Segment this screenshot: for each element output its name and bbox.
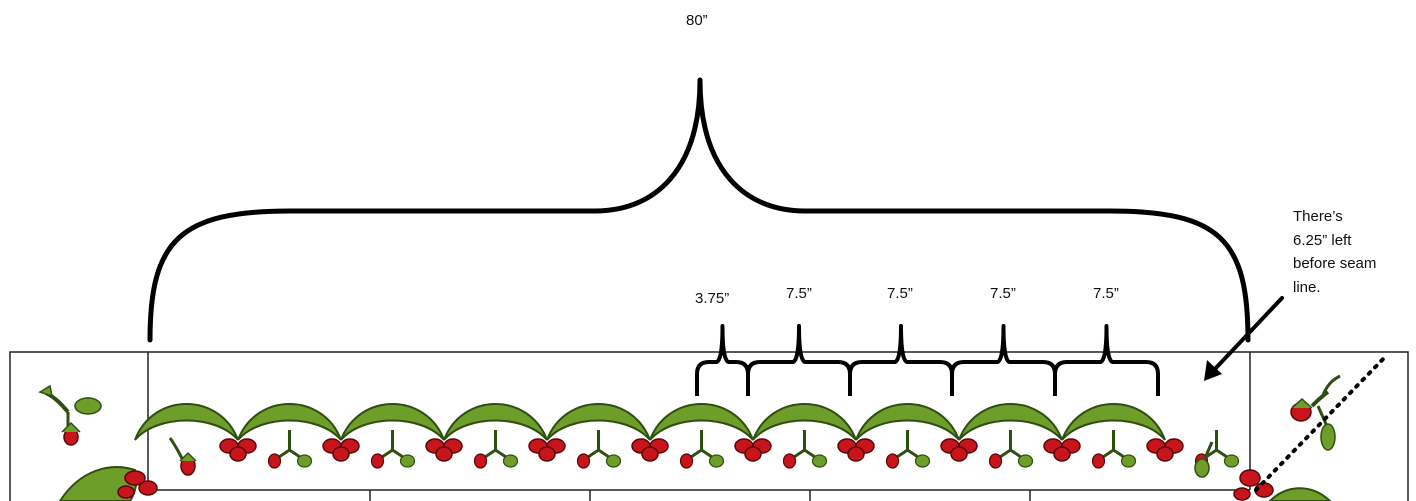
segment-brace (695, 324, 750, 396)
tulip-flower (631, 438, 669, 462)
quilt-border-frame (9, 351, 1409, 501)
vine-swag-row (134, 403, 1240, 469)
segment-brace (848, 324, 954, 396)
note-line: 6.25” left (1293, 231, 1352, 249)
segment-brace (950, 324, 1057, 396)
tulip-flower (837, 438, 875, 462)
segment-label: 3.75” (695, 290, 730, 307)
leaf-sprig (679, 430, 725, 469)
leaf-sprig (782, 430, 828, 469)
tulip-flower (940, 438, 978, 462)
corner-bud-left (38, 384, 102, 446)
bud-left-inner (168, 437, 197, 476)
leaf-sprig (370, 430, 416, 469)
vine-swag-leaf (1061, 403, 1166, 441)
remaining-space-note: There’s 6.25” left before seam line. (1293, 205, 1413, 299)
bud-right-inner (1194, 441, 1214, 478)
leaf-sprig (885, 430, 931, 469)
tulip-flower (1043, 438, 1081, 462)
tulip-flower (1146, 438, 1184, 462)
tulip-flower (528, 438, 566, 462)
leaf-sprig (267, 430, 313, 469)
leaf-sprig (1091, 430, 1137, 469)
segment-label: 7.5” (887, 285, 913, 302)
corner-flower-left (117, 470, 158, 499)
segment-label: 7.5” (1093, 285, 1119, 302)
seam-diagonal-line (1254, 354, 1388, 492)
segment-label: 7.5” (786, 285, 812, 302)
note-line: line. (1293, 278, 1321, 296)
pointer-arrow (1204, 296, 1284, 381)
note-line: There’s (1293, 208, 1343, 225)
tulip-flower (734, 438, 772, 462)
segment-brace-group (695, 324, 1160, 396)
total-length-label: 80” (686, 12, 708, 29)
leaf-sprig (988, 430, 1034, 469)
tulip-flower (322, 438, 360, 462)
segment-brace (746, 324, 852, 396)
leaf-sprig (576, 430, 622, 469)
tulip-flower (219, 438, 257, 462)
segment-label: 7.5” (990, 285, 1016, 302)
vine-swag-leaf (134, 403, 239, 441)
tulip-flower (425, 438, 463, 462)
leaf-sprig (473, 430, 519, 469)
corner-swag-right (1268, 487, 1332, 501)
corner-flower-right (1233, 469, 1274, 501)
note-line: before seam (1293, 255, 1377, 272)
corner-bud-right (1290, 374, 1341, 451)
total-length-brace (147, 77, 1251, 343)
segment-brace (1053, 324, 1160, 396)
